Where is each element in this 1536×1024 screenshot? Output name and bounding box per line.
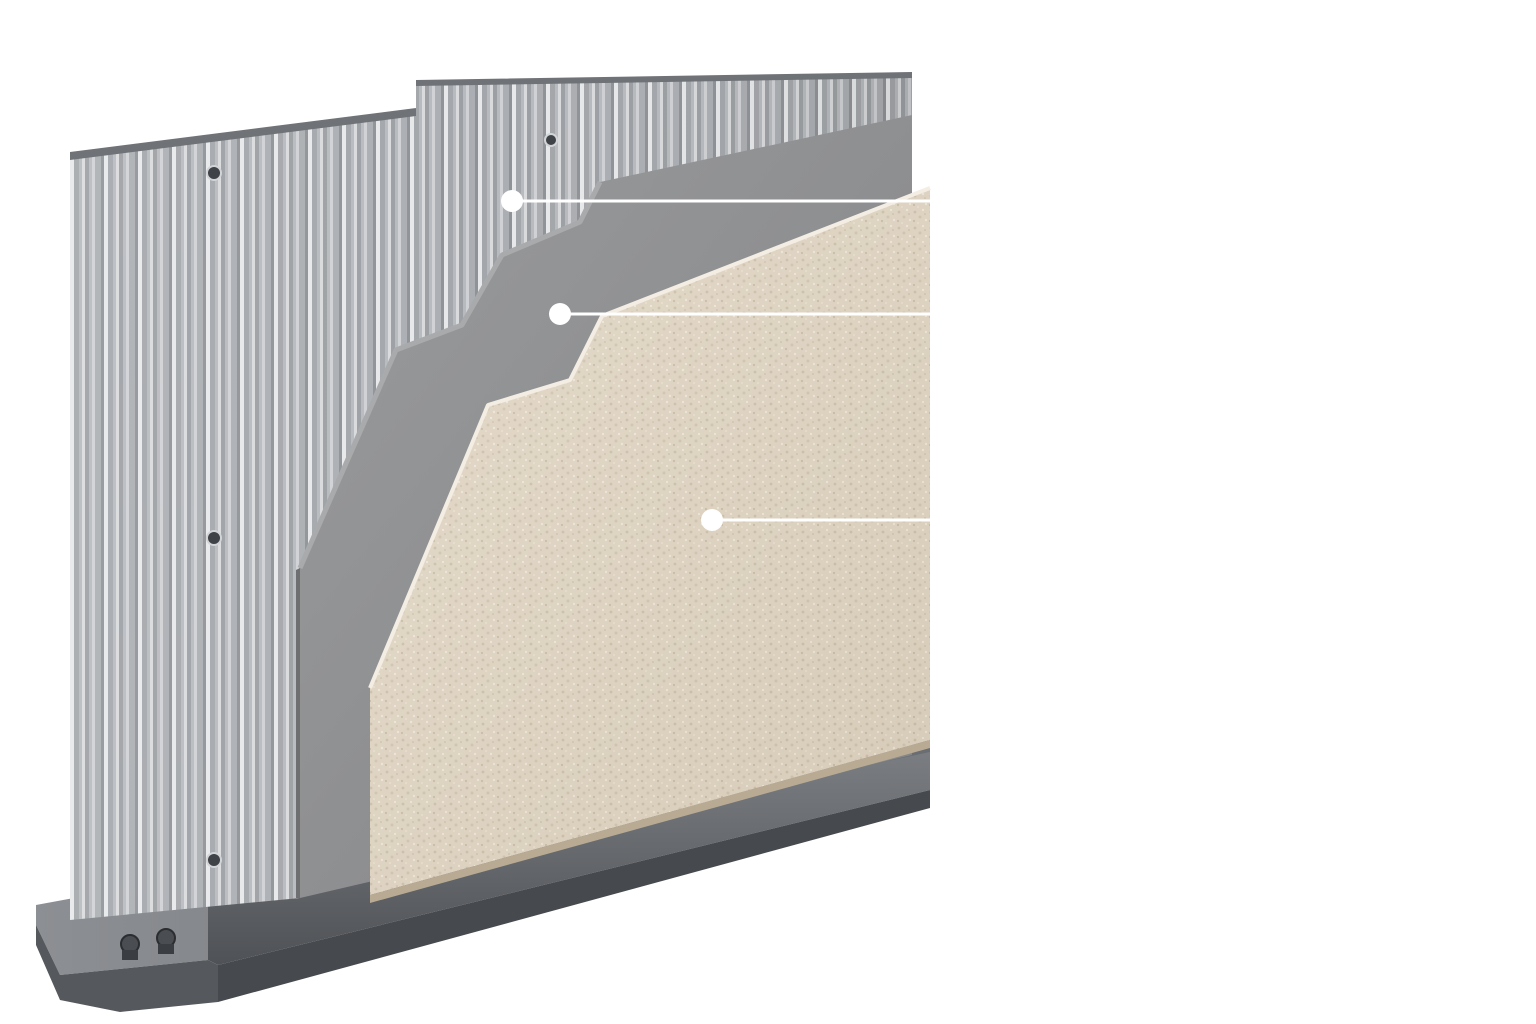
- callouts: [501, 190, 930, 531]
- textured-board-shading: [370, 188, 930, 895]
- bolt-nut-icon: [158, 944, 174, 954]
- corrugated-steel-sheet: [70, 72, 912, 920]
- textured-board-bottom-edge: [370, 740, 930, 903]
- base-channel-lower-lip: [218, 790, 930, 1002]
- screw-head-icon: [544, 133, 558, 147]
- callout-marker-icon: [549, 303, 571, 325]
- textured-insulation-board: [368, 186, 931, 903]
- base-channel-front-face: [208, 752, 930, 965]
- screw-head-icon: [206, 165, 222, 181]
- fixings: [120, 133, 558, 960]
- textured-board-cut-edge: [368, 186, 931, 689]
- cement-board-cut-edge: [297, 180, 603, 570]
- screw-head-icon: [206, 852, 222, 868]
- cement-board-side-edge: [296, 568, 300, 898]
- callout-cement-board: [549, 303, 930, 325]
- callout-marker-icon: [701, 509, 723, 531]
- base-channel-bottom-edge: [36, 925, 218, 1012]
- screw-head-icon: [206, 530, 222, 546]
- corrugated-steel-shading: [70, 76, 912, 920]
- callout-corrugated-steel: [501, 190, 930, 212]
- callout-marker-icon: [501, 190, 523, 212]
- bolt-nut-icon: [122, 950, 138, 960]
- callout-textured-board: [701, 509, 930, 531]
